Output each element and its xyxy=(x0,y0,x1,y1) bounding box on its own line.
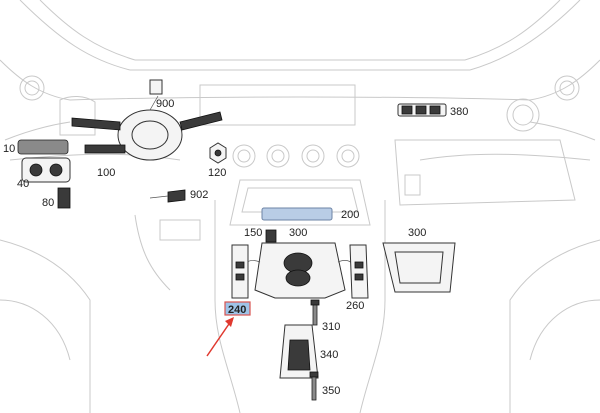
callout-80: 80 xyxy=(42,197,54,209)
callout-40: 40 xyxy=(17,178,29,190)
callout-350: 350 xyxy=(322,385,340,397)
highlight-box-240 xyxy=(224,301,251,316)
center-console-300-exploded xyxy=(382,242,456,293)
part-260-right-trim xyxy=(349,244,369,299)
center-console-300 xyxy=(241,242,357,299)
callout-10: 10 xyxy=(3,143,15,155)
callout-260: 260 xyxy=(346,300,364,312)
callout-900: 900 xyxy=(156,98,174,110)
headlamp-switch xyxy=(17,139,71,183)
callout-300-right: 300 xyxy=(408,227,426,239)
part-310-bolt xyxy=(310,299,320,326)
callout-150: 150 xyxy=(244,227,262,239)
part-200-switch-bar xyxy=(261,207,333,221)
red-pointer-arrow xyxy=(206,317,234,357)
callout-380: 380 xyxy=(450,106,468,118)
callout-100: 100 xyxy=(97,167,115,179)
part-902 xyxy=(149,189,186,203)
part-340-cup-holder xyxy=(279,324,319,379)
part-380 xyxy=(397,103,447,117)
callout-310: 310 xyxy=(322,321,340,333)
part-150 xyxy=(265,229,277,243)
callout-200: 200 xyxy=(341,209,359,221)
callout-240: 240 xyxy=(228,304,246,316)
callout-300-center: 300 xyxy=(289,227,307,239)
callout-902: 902 xyxy=(190,189,208,201)
part-240-left-trim xyxy=(231,244,249,299)
callout-120: 120 xyxy=(208,167,226,179)
callout-340: 340 xyxy=(320,349,338,361)
part-80 xyxy=(57,187,71,209)
steering-switch-assembly xyxy=(71,79,223,161)
part-350-bolt xyxy=(309,371,319,401)
